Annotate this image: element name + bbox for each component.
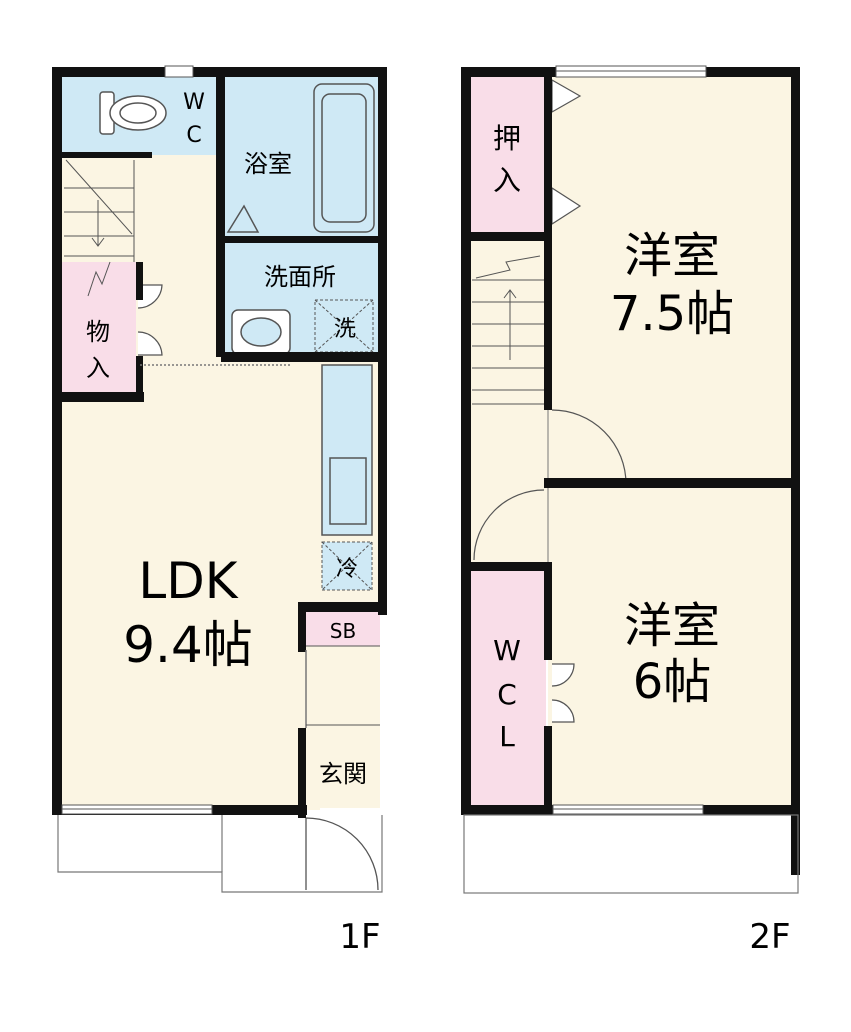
room1-size-label: 7.5帖 (610, 286, 734, 342)
floor2-level-label: 2F (749, 917, 790, 957)
bath-door-triangle (226, 204, 260, 233)
porch-1f (57, 815, 383, 893)
room2-name-label: 洋室 (624, 598, 720, 654)
bath-label: 浴室 (244, 150, 292, 178)
fridge-label: 冷 (336, 557, 358, 582)
ldk-floor (58, 362, 320, 810)
wcl-label-w: W (493, 634, 521, 667)
room1-door (551, 409, 627, 485)
room2-door (473, 489, 545, 561)
balcony-2f (463, 814, 799, 894)
entrance-label: 玄関 (319, 760, 367, 788)
wcl-label-c: C (497, 678, 517, 711)
wcl-label-l: L (499, 720, 515, 753)
shoebox-label: SB (330, 619, 356, 643)
wcl-door (551, 663, 575, 723)
storage1-floor (58, 262, 136, 398)
washroom-label: 洗面所 (264, 263, 336, 291)
room2-floor (548, 486, 794, 808)
closet-label-b: 入 (493, 164, 521, 197)
stairs-2f (472, 255, 544, 405)
storage1-label-b: 入 (86, 354, 110, 382)
wcl-floor (468, 568, 546, 808)
kitchen-sink (329, 457, 367, 525)
toilet-icon (99, 91, 167, 135)
washbasin-icon (231, 309, 291, 355)
floor1-plan: W C 浴室 洗面所 洗 物 入 LDK 9.4帖 冷 SB 玄関 1F (52, 65, 387, 957)
floor1-level-label: 1F (339, 917, 380, 957)
wc-label-w: W (183, 90, 205, 115)
washer-label: 洗 (334, 317, 356, 342)
stairs-1f (64, 159, 135, 297)
closet-floor (468, 74, 546, 234)
storage1-label-a: 物 (86, 318, 110, 346)
floor2-plan: 押 入 洋室 7.5帖 洋室 6帖 W C L 2F (461, 65, 800, 957)
room1-name-label: 洋室 (624, 228, 720, 284)
entrance-floor (305, 640, 380, 808)
bathtub-icon (313, 83, 375, 233)
closet-label-a: 押 (493, 122, 521, 155)
room2-size-label: 6帖 (633, 654, 712, 710)
storage1-door (137, 284, 163, 356)
hall2-floor (468, 238, 548, 568)
wc-label-c: C (186, 123, 201, 148)
shoebox-floor (305, 612, 380, 646)
entrance-door (305, 817, 379, 891)
room1-floor (548, 74, 794, 482)
ldk-size-label: 9.4帖 (123, 616, 253, 674)
ldk-label: LDK (138, 552, 238, 610)
